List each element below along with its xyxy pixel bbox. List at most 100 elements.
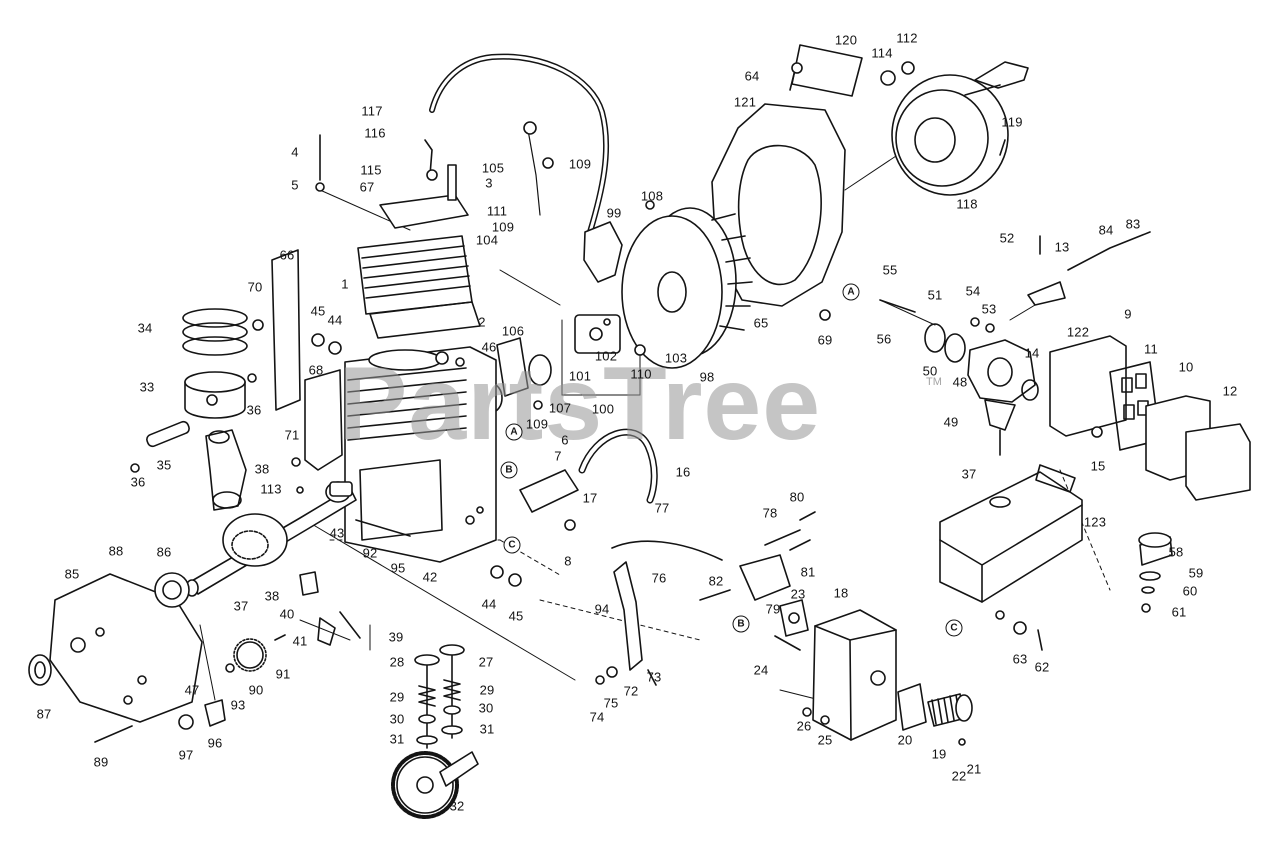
- part-callout: 33: [139, 379, 155, 395]
- part-callout: 13: [1054, 239, 1070, 255]
- piston: [184, 371, 246, 419]
- part-callout: 66: [279, 247, 295, 263]
- part-callout: 51: [927, 287, 943, 303]
- part-callout: 24: [753, 662, 769, 678]
- part-callout: 78: [762, 505, 778, 521]
- part-callout: 106: [501, 323, 525, 339]
- part-callout: 95: [390, 560, 406, 576]
- ref-marker-a: A: [842, 283, 860, 301]
- part-callout: 20: [897, 732, 913, 748]
- part-callout: 56: [876, 331, 892, 347]
- part-callout: 84: [1098, 222, 1114, 238]
- part-callout: 91: [275, 666, 291, 682]
- part-callout: 98: [699, 369, 715, 385]
- part-callout: 116: [364, 125, 386, 141]
- part-callout: 97: [178, 747, 194, 763]
- part-callout: 115: [360, 162, 382, 178]
- part-callout: 109: [568, 156, 592, 172]
- part-callout: 80: [789, 489, 805, 505]
- part-callout: 35: [156, 457, 172, 473]
- part-callout: 50: [922, 363, 938, 379]
- part-callout: 16: [675, 464, 691, 480]
- part-callout: 45: [310, 303, 326, 319]
- crankcase-cover: [49, 573, 203, 723]
- wrist-pin: [146, 420, 190, 448]
- part-callout: 104: [475, 232, 499, 248]
- part-callout: 8: [564, 553, 572, 569]
- part-callout: 37: [233, 598, 249, 614]
- part-callout: 44: [481, 596, 497, 612]
- part-callout: 29: [479, 682, 495, 698]
- point-cover: [496, 337, 529, 397]
- part-callout: 119: [1001, 114, 1023, 130]
- part-callout: 113: [260, 481, 282, 497]
- part-callout: 83: [1125, 216, 1141, 232]
- breather-cover: [519, 469, 579, 513]
- ref-marker-a: A: [505, 423, 523, 441]
- cylinder-block: [344, 346, 497, 563]
- part-callout: 45: [508, 608, 524, 624]
- part-callout: 96: [207, 735, 223, 751]
- part-callout: 105: [481, 160, 505, 176]
- part-callout: 18: [833, 585, 849, 601]
- part-callout: 65: [753, 315, 769, 331]
- part-callout: 32: [449, 798, 465, 814]
- main-bearing: [154, 572, 190, 608]
- part-callout: 87: [36, 706, 52, 722]
- part-callout: 28: [389, 654, 405, 670]
- part-callout: 64: [744, 68, 760, 84]
- part-callout: 26: [796, 718, 812, 734]
- part-callout: 49: [943, 414, 959, 430]
- flywheel: [621, 207, 753, 369]
- part-callout: 7: [554, 448, 562, 464]
- part-callout: 61: [1171, 604, 1187, 620]
- part-callout: 117: [361, 103, 383, 119]
- part-callout: 47: [184, 682, 200, 698]
- part-callout: 90: [248, 682, 264, 698]
- part-callout: 122: [1066, 324, 1090, 340]
- connecting-rod: [205, 429, 247, 511]
- part-callout: 72: [623, 683, 639, 699]
- ref-marker-c: C: [945, 619, 963, 637]
- part-callout: 25: [817, 732, 833, 748]
- part-callout: 44: [327, 312, 343, 328]
- muffler: [812, 609, 897, 741]
- part-callout: 55: [882, 262, 898, 278]
- part-callout: 110: [630, 366, 652, 382]
- part-callout: 37: [961, 466, 977, 482]
- part-callout: 103: [664, 350, 688, 366]
- oil-seal: [28, 654, 52, 686]
- ref-marker-b: B: [500, 461, 518, 479]
- carburetor: [967, 339, 1036, 456]
- part-callout: 29: [389, 689, 405, 705]
- part-callout: 23: [790, 586, 806, 602]
- part-callout: 21: [966, 761, 982, 777]
- part-callout: 42: [422, 569, 438, 585]
- head-gasket: [369, 301, 481, 339]
- part-callout: 107: [548, 400, 572, 416]
- part-callout: 77: [654, 500, 670, 516]
- governor-lever: [613, 561, 643, 671]
- part-callout: 93: [230, 697, 246, 713]
- part-callout: 39: [388, 629, 404, 645]
- block-shield: [304, 369, 343, 471]
- part-callout: 111: [486, 203, 508, 219]
- oil-dipstick: [204, 699, 226, 727]
- part-callout: 41: [292, 633, 308, 649]
- breaker-points: [574, 314, 621, 354]
- part-callout: 34: [137, 320, 153, 336]
- part-callout: 3: [485, 175, 493, 191]
- part-callout: 82: [708, 573, 724, 589]
- part-callout: 36: [246, 402, 262, 418]
- decal: [791, 44, 863, 97]
- part-callout: 70: [247, 279, 263, 295]
- part-callout: 60: [1182, 583, 1198, 599]
- point-cover-gasket: [528, 354, 552, 386]
- part-callout: 9: [1124, 306, 1132, 322]
- camshaft: [391, 751, 479, 819]
- governor-arm: [299, 571, 319, 596]
- control-bracket: [739, 554, 791, 601]
- part-callout: 12: [1222, 383, 1238, 399]
- part-callout: 58: [1168, 544, 1184, 560]
